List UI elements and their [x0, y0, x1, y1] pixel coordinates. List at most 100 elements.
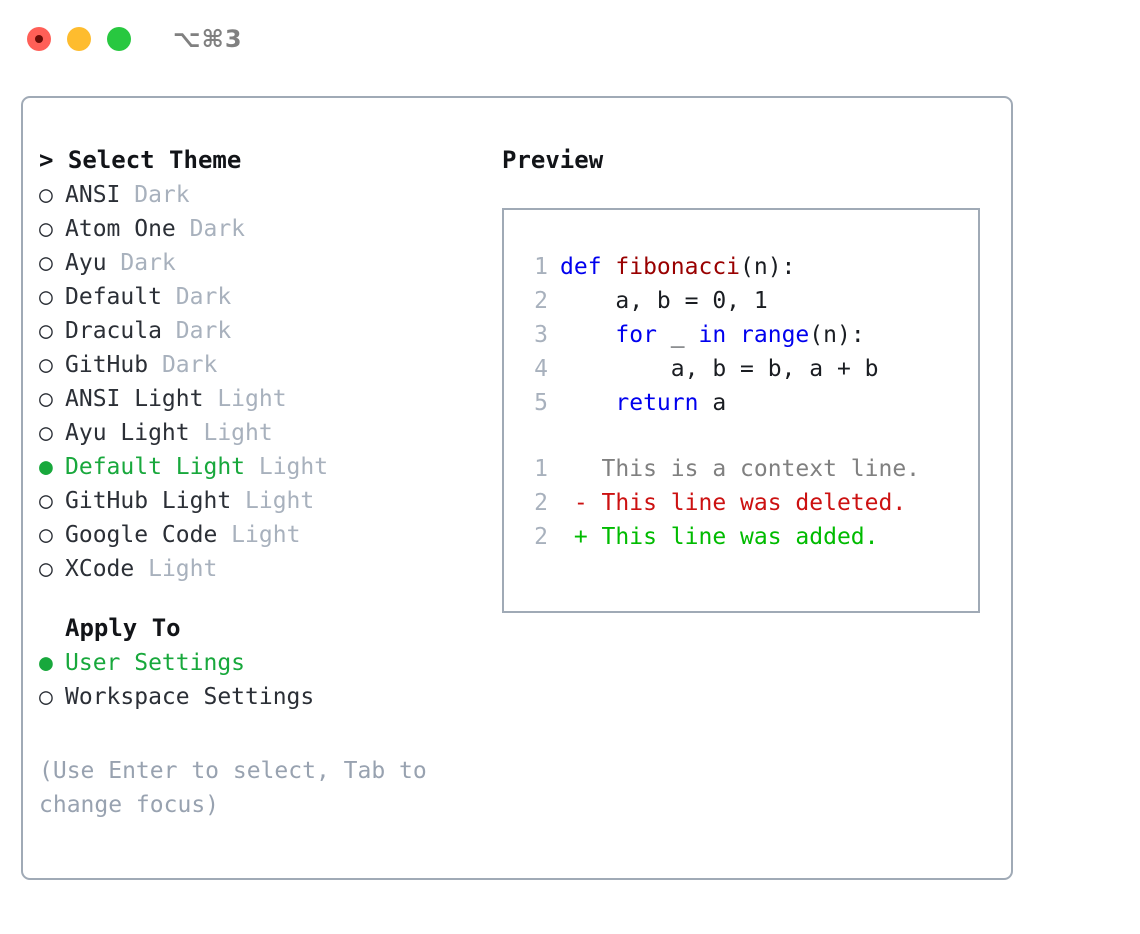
- code-line: 1 def fibonacci(n):: [520, 250, 978, 284]
- line-number: 3: [534, 322, 548, 348]
- code-token-kw: def: [560, 254, 616, 280]
- code-token-plain: _: [656, 322, 699, 348]
- code-token-plain: a, b = 0, 1: [560, 288, 768, 314]
- theme-list-item[interactable]: ○ ANSI Dark: [39, 178, 469, 212]
- line-number: 2: [534, 288, 548, 314]
- theme-list-item[interactable]: ○GitHub Dark: [39, 348, 469, 382]
- theme-list-item[interactable]: ○ ANSI Light Light: [39, 382, 469, 416]
- code-token-kw: in: [698, 322, 741, 348]
- line-number: 2: [534, 524, 548, 550]
- code-token-plain: a: [698, 390, 727, 416]
- theme-name-label: Ayu Light: [65, 420, 190, 446]
- code-token-del: - This line was deleted.: [560, 490, 907, 516]
- theme-list-item[interactable]: ○ Dracula Dark: [39, 314, 469, 348]
- code-line: 5 return a: [520, 386, 978, 420]
- theme-list-item[interactable]: ○ Ayu Light Light: [39, 416, 469, 450]
- radio-unselected-icon[interactable]: ○: [39, 386, 53, 412]
- theme-list-item[interactable]: ●Default Light Light: [39, 450, 469, 484]
- radio-unselected-icon[interactable]: ○: [39, 318, 53, 344]
- theme-variant-label: Dark: [120, 182, 190, 208]
- theme-variant-label: Dark: [175, 216, 246, 242]
- code-token-kw: range: [740, 322, 810, 348]
- theme-list: ○ANSI Dark○Atom One Dark○Ayu Dark○Defaul…: [39, 178, 469, 586]
- apply-to-item[interactable]: ○ Workspace Settings: [39, 680, 469, 714]
- theme-variant-label: Dark: [161, 284, 232, 310]
- code-token-plain: [560, 322, 615, 348]
- theme-list-item[interactable]: ○ Ayu Dark: [39, 246, 469, 280]
- code-token-plain: (n):: [809, 322, 865, 348]
- theme-variant-label: Light: [217, 522, 301, 548]
- code-line: 4 a, b = b, a + b: [520, 352, 978, 386]
- code-token-kw: return: [615, 390, 699, 416]
- keyboard-shortcut-label: ⌥⌘3: [173, 25, 243, 53]
- radio-unselected-icon[interactable]: ○: [39, 522, 53, 548]
- radio-selected-icon[interactable]: ●: [39, 454, 53, 480]
- theme-list-item[interactable]: ○Atom One Dark: [39, 212, 469, 246]
- radio-unselected-icon[interactable]: ○: [39, 684, 53, 710]
- theme-variant-label: Light: [203, 386, 287, 412]
- apply-to-item[interactable]: ● User Settings: [39, 646, 469, 680]
- theme-selection-column: > Select Theme ○ANSI Dark○Atom One Dark○…: [39, 142, 469, 822]
- radio-selected-icon[interactable]: ●: [39, 650, 53, 676]
- theme-name-label: GitHub Light: [65, 488, 232, 514]
- line-number: 4: [534, 356, 548, 382]
- line-number: 5: [534, 390, 548, 416]
- apply-to-list: ● User Settings ○ Workspace Settings: [39, 646, 469, 714]
- theme-list-item[interactable]: ○ Google Code Light: [39, 518, 469, 552]
- theme-variant-label: Dark: [106, 250, 176, 276]
- apply-to-header: Apply To: [39, 610, 469, 646]
- radio-unselected-icon[interactable]: ○: [39, 556, 53, 582]
- minimize-button-icon[interactable]: [67, 27, 91, 51]
- window-controls: [27, 27, 131, 51]
- theme-list-item[interactable]: ○ XCode Light: [39, 552, 469, 586]
- theme-name-label: Google Code: [65, 522, 218, 548]
- line-number: 1: [534, 254, 548, 280]
- maximize-button-icon[interactable]: [107, 27, 131, 51]
- radio-unselected-icon[interactable]: ○: [39, 420, 53, 446]
- preview-title: Preview: [502, 146, 604, 174]
- theme-name-label: ANSI Light: [65, 386, 204, 412]
- code-diff-gap: [520, 420, 978, 452]
- radio-unselected-icon[interactable]: ○: [39, 182, 53, 208]
- radio-unselected-icon[interactable]: ○: [39, 352, 53, 378]
- theme-list-item[interactable]: ○ GitHub Light Light: [39, 484, 469, 518]
- code-token-ctx: This is a context line.: [560, 456, 921, 482]
- close-button-icon[interactable]: [27, 27, 51, 51]
- title-bar: ⌥⌘3: [0, 0, 1140, 78]
- theme-name-label: XCode: [65, 556, 135, 582]
- diff-sample: 1 This is a context line.2 - This line w…: [520, 452, 978, 554]
- code-token-fn: fibonacci: [615, 254, 741, 280]
- theme-variant-label: Dark: [161, 318, 232, 344]
- hint-spacer: [39, 714, 469, 754]
- theme-variant-label: Light: [134, 556, 218, 582]
- theme-name-label: Dracula: [65, 318, 162, 344]
- theme-name-label: Default: [65, 284, 162, 310]
- radio-unselected-icon[interactable]: ○: [39, 250, 53, 276]
- radio-unselected-icon[interactable]: ○: [39, 284, 53, 310]
- code-token-add: + This line was added.: [560, 524, 879, 550]
- radio-unselected-icon[interactable]: ○: [39, 488, 53, 514]
- apply-to-header-indent: [39, 610, 65, 646]
- theme-variant-label: Light: [231, 488, 315, 514]
- theme-variant-label: Light: [189, 420, 273, 446]
- code-line: 3 for _ in range(n):: [520, 318, 978, 352]
- code-line: 2 a, b = 0, 1: [520, 284, 978, 318]
- apply-to-label: Workspace Settings: [65, 684, 315, 710]
- list-spacer: [39, 586, 469, 610]
- code-token-plain: (n):: [740, 254, 796, 280]
- code-token-plain: [560, 390, 615, 416]
- diff-line: 1 This is a context line.: [520, 452, 978, 486]
- code-token-plain: a, b = b, a + b: [560, 356, 879, 382]
- apply-to-label: User Settings: [65, 650, 246, 676]
- radio-unselected-icon[interactable]: ○: [39, 216, 53, 242]
- code-token-kw: for: [615, 322, 657, 348]
- diff-line: 2 - This line was deleted.: [520, 486, 978, 520]
- theme-name-label: ANSI: [65, 182, 121, 208]
- theme-name-label: GitHub: [65, 352, 149, 378]
- theme-list-item[interactable]: ○ Default Dark: [39, 280, 469, 314]
- theme-name-label: Ayu: [65, 250, 107, 276]
